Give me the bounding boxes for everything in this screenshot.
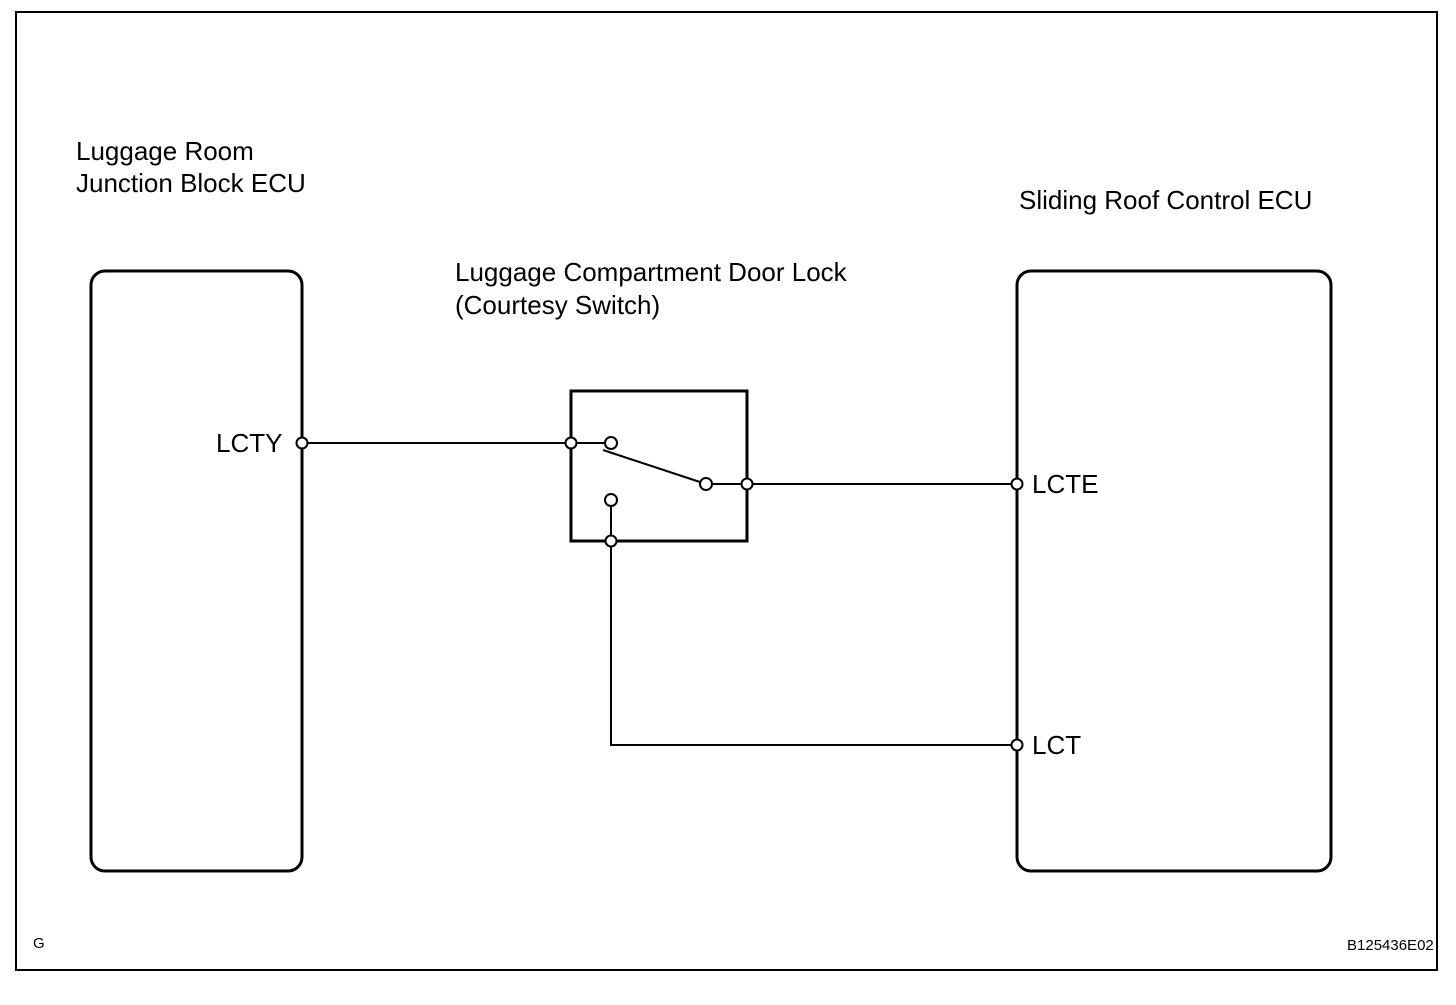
terminal-switch-contact-bottom (604, 493, 618, 507)
terminal-switch-left (564, 436, 578, 450)
terminal-lct (1010, 738, 1024, 752)
pin-label-lcte: LCTE (1032, 469, 1099, 499)
terminal-switch-right (740, 477, 754, 491)
left-ecu-title-line2: Junction Block ECU (76, 168, 306, 198)
terminal-switch-bottom (604, 534, 618, 548)
terminal-switch-contact-right (699, 477, 713, 491)
corner-label-left: G (33, 935, 45, 952)
right-ecu-box (1015, 269, 1333, 873)
terminal-lcte (1010, 477, 1024, 491)
switch-title-line1: Luggage Compartment Door Lock (455, 257, 847, 287)
pin-label-lct: LCT (1032, 730, 1082, 760)
right-ecu-title: Sliding Roof Control ECU (1019, 185, 1313, 215)
switch-title-line2: (Courtesy Switch) (455, 290, 661, 320)
pin-label-lcty: LCTY (216, 428, 283, 458)
left-ecu-box (89, 269, 304, 873)
switch-box (569, 389, 749, 543)
terminal-switch-contact-top (604, 436, 618, 450)
switch-contact-arm (602, 449, 707, 485)
terminal-lcty (295, 436, 309, 450)
left-ecu-title-line1: Luggage Room (76, 136, 254, 166)
outer-frame (15, 11, 1438, 971)
wire-switch-to-lct (610, 541, 1017, 746)
figure-code: B125436E02 (1347, 937, 1434, 954)
